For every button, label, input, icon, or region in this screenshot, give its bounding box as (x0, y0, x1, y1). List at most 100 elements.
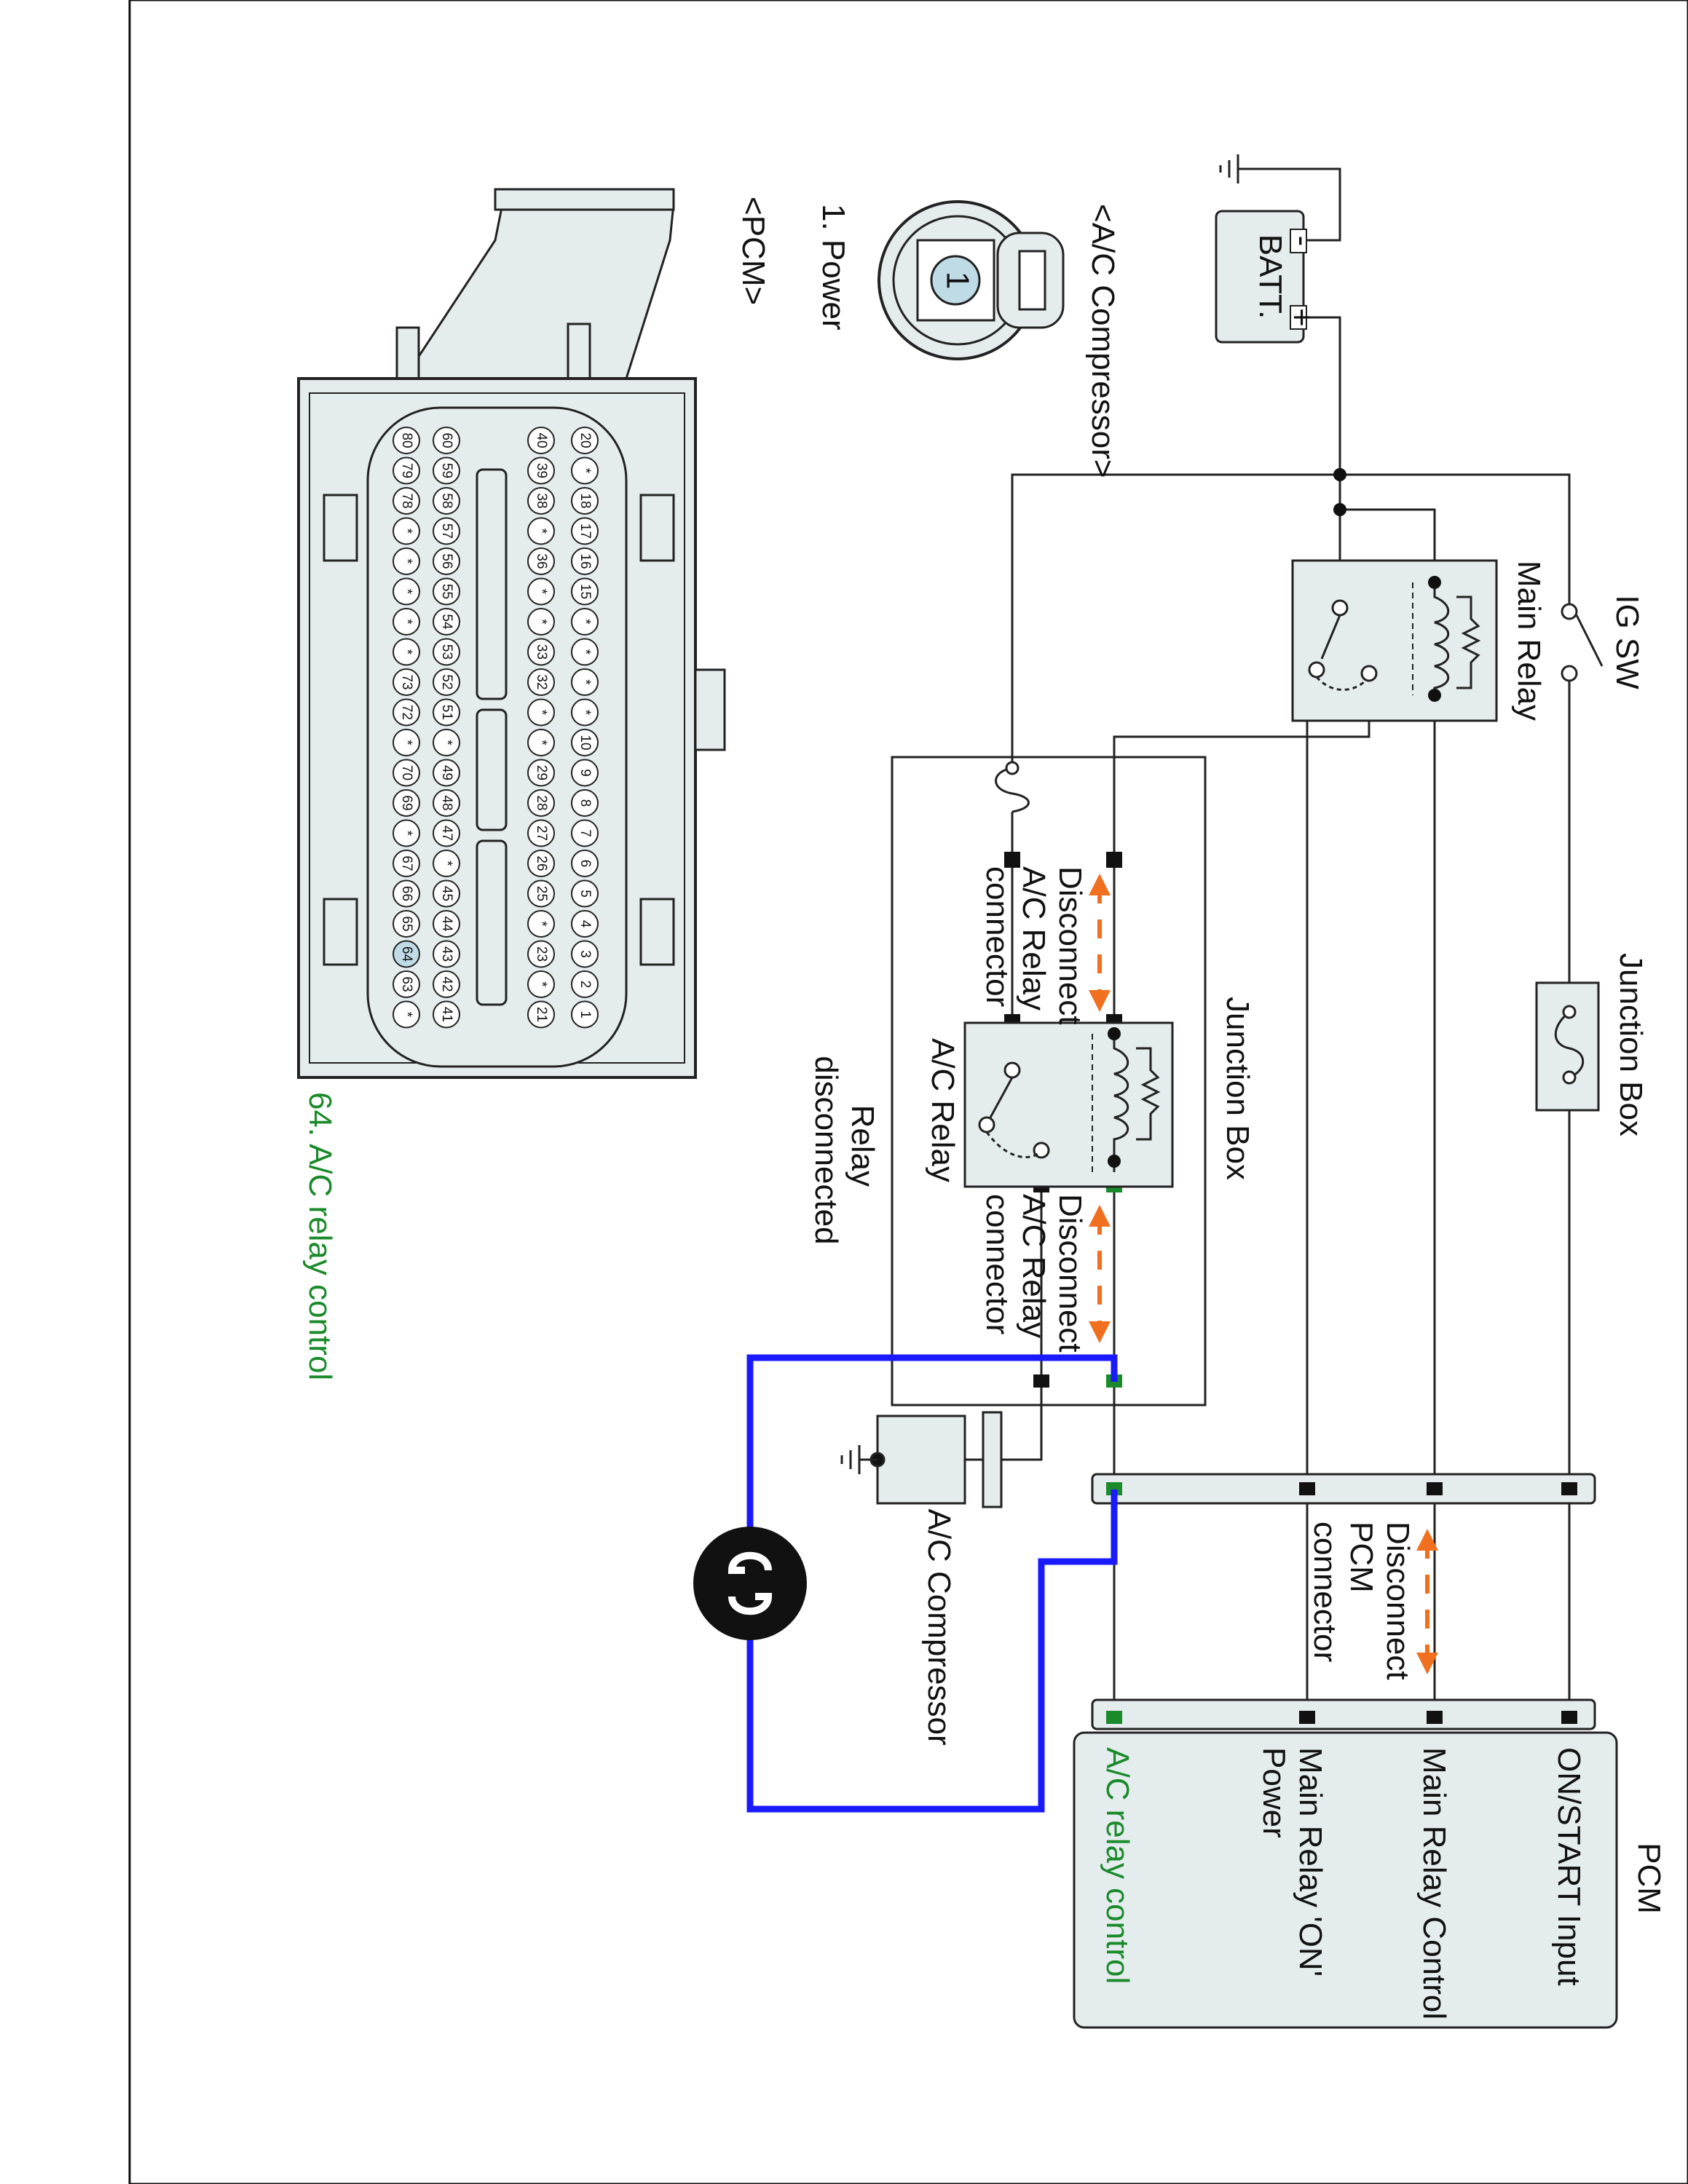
pcm-pin-label: * (534, 740, 549, 745)
pcm-pin-label: 51 (439, 705, 454, 720)
pcm-pin-label: * (439, 740, 454, 745)
pcm-pin-label: * (534, 981, 549, 987)
pcm-connector-illustration: 20*18171615****10987654321403938*36**333… (297, 188, 726, 1079)
pcm-input-main-relay-on-power: Main Relay 'ON' Power (1256, 1747, 1328, 1985)
pcm-pin (571, 608, 599, 636)
wire-junction-dots (1333, 468, 1346, 516)
pcm-pin-label: 65 (399, 916, 414, 931)
battery-label: BATT. (1253, 234, 1288, 320)
disconnect-line1: Disconnect (1052, 866, 1088, 1025)
pcm-pin-label: 33 (534, 644, 549, 660)
ac-compressor-pin-1 (930, 255, 981, 306)
pcm-pin (527, 910, 555, 938)
pcm-pin (393, 850, 420, 877)
pcm-pin-label: * (577, 679, 593, 685)
pcm-pin-label: 29 (534, 765, 549, 780)
pcm-pin-label: * (399, 619, 414, 625)
pcm-pin (571, 789, 599, 817)
pcm-pin-label: * (577, 649, 593, 655)
relay-disconnected-line1: Relay (845, 1105, 880, 1187)
pcm-harness-connector (1091, 1473, 1596, 1505)
relay-disconnected-label: Relay disconnected (808, 1056, 880, 1244)
pcm-pin-label: * (439, 860, 454, 866)
pcm-pin-label: 21 (534, 1007, 549, 1022)
pcm-pin (527, 879, 555, 908)
pcm-pin-label: 80 (399, 432, 414, 448)
pcm-pin-label: * (399, 1012, 414, 1018)
pcm-pin (527, 517, 555, 545)
pcm-pin (393, 547, 420, 575)
pcm-pin (433, 879, 460, 908)
pcm-pin-label: 32 (534, 674, 549, 689)
pcm-pin (393, 940, 420, 968)
pcm-pin (433, 668, 460, 696)
ac-compressor-connector-label: <A/C Compressor> (1085, 204, 1121, 478)
disconnect-line3: connector (1307, 1522, 1343, 1662)
pcm-pin-label: 26 (534, 855, 549, 871)
relay-disconnected-line2: disconnected (808, 1056, 844, 1244)
pcm-pin-label: 69 (399, 795, 414, 810)
pcm-input-main-relay-on-power-line2: Power (1256, 1747, 1292, 1838)
pcm-pin-label: 25 (534, 886, 549, 901)
pcm-pin (571, 547, 599, 575)
pcm-pin-label: 10 (577, 735, 593, 750)
junction-box-outline (891, 756, 1207, 1406)
pcm-pin-label: 41 (439, 1007, 454, 1022)
ac-compressor-label: A/C Compressor (921, 1508, 957, 1745)
pcm-pin-label: 48 (439, 795, 454, 810)
relay-coil-icon (1113, 1034, 1161, 1172)
pcm-pin (393, 517, 420, 545)
pcm-pin (393, 970, 420, 998)
pcm-pin (393, 427, 420, 454)
battery-plus-label: + (1284, 308, 1320, 327)
pcm-pin (393, 910, 420, 938)
pcm-pin (393, 608, 420, 636)
ig-sw-label: IG SW (1609, 595, 1645, 689)
pcm-pin (527, 759, 555, 787)
disconnect-line2: A/C Relay (1016, 866, 1052, 1010)
pcm-pin-label: * (577, 468, 593, 474)
disconnect-line2: A/C Relay (1016, 1194, 1052, 1338)
pcm-pin-label: 18 (577, 493, 593, 508)
pcm-pin-label: 45 (439, 886, 454, 901)
pcm-pin (527, 668, 555, 696)
pcm-pin-label: 20 (577, 432, 593, 448)
pcm-pin-label: 9 (577, 769, 593, 777)
page-border (128, 0, 1688, 2184)
pcm-pin (393, 698, 420, 727)
pcm-pin (527, 940, 555, 968)
pcm-pin-label: * (534, 619, 549, 625)
pcm-pin-grid: 20*18171615****10987654321403938*36**333… (393, 427, 599, 1029)
pcm-pin (393, 456, 420, 485)
pcm-pin (527, 819, 555, 847)
pcm-pin (571, 850, 599, 877)
pcm-pin-label: * (534, 710, 549, 716)
pcm-pin (571, 1000, 599, 1029)
pcm-pin (527, 1000, 555, 1029)
pcm-pin (433, 850, 460, 877)
ground-icon (1219, 154, 1239, 183)
disconnect-line3: connector (979, 866, 1015, 1007)
switch-icon (1561, 603, 1604, 682)
pcm-pin-label: * (534, 589, 549, 595)
pcm-pin (527, 547, 555, 575)
pcm-pin (433, 729, 460, 756)
pcm-pin (571, 517, 599, 545)
pcm-pin-label: 72 (399, 705, 414, 720)
pcm-pin-label: * (534, 921, 549, 927)
pcm-harness-pins (1106, 1482, 1577, 1495)
pcm-pin-label: * (399, 831, 414, 836)
pcm-pin (433, 910, 460, 938)
pcm-pin-label: 8 (577, 799, 593, 807)
pcm-pin (393, 668, 420, 696)
measurement-loop (693, 1354, 1118, 1813)
pcm-pin (433, 1000, 460, 1029)
pcm-pin-label: * (577, 619, 593, 625)
disconnect-ac-relay-connector-top: Disconnect A/C Relay connector (979, 866, 1088, 1034)
pcm-pin-label: 2 (577, 981, 593, 989)
pcm-pin-label: 6 (577, 860, 593, 868)
pcm-pin (571, 819, 599, 847)
pcm-pin-label: 5 (577, 890, 593, 898)
pcm-pin-label: 52 (439, 674, 454, 689)
pcm-pin (433, 759, 460, 787)
